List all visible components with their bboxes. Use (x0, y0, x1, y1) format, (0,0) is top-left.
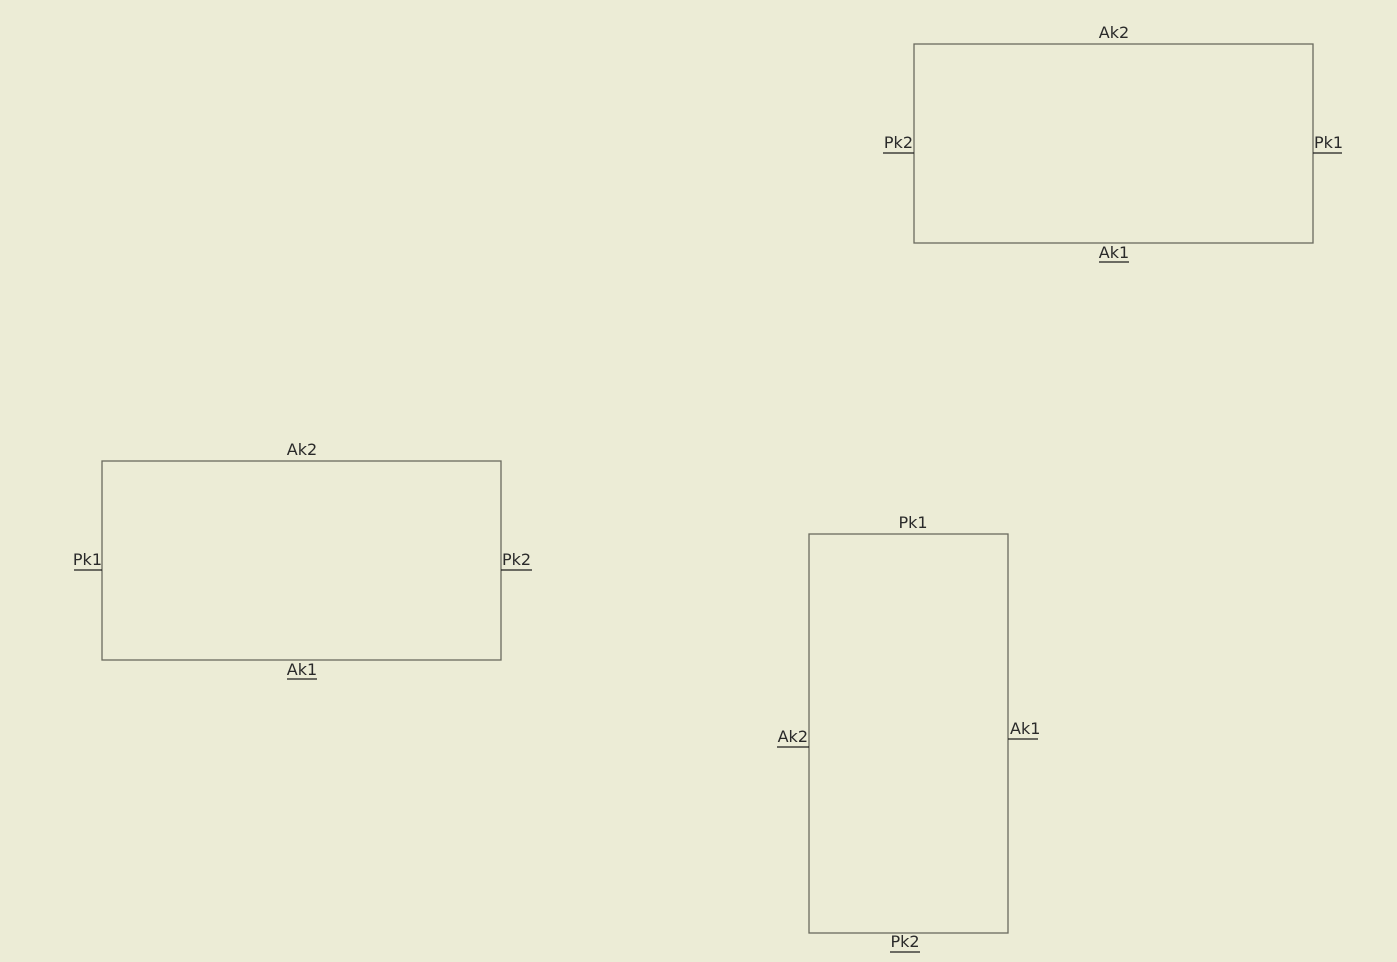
block-2[interactable]: Pk1 Pk2 Ak2 Ak1 (777, 513, 1040, 953)
block-2-top-pin-label: Pk1 (898, 513, 927, 532)
block-1-right-pin-label: Pk2 (502, 550, 531, 569)
block-0[interactable]: Ak2 Ak1 Pk2 Pk1 (883, 23, 1343, 263)
block-0-outline (913, 43, 1314, 244)
block-0-top-pin-label: Ak2 (1099, 23, 1129, 42)
block-1-top-pin-label: Ak2 (287, 440, 317, 459)
block-1[interactable]: Ak2 Ak1 Pk1 Pk2 (73, 440, 532, 680)
block-2-bottom-pin-label: Pk2 (890, 932, 919, 951)
block-1-outline (101, 460, 502, 661)
block-0-bottom-pin-label: Ak1 (1099, 243, 1129, 262)
block-1-left-pin-label: Pk1 (73, 550, 102, 569)
block-0-right-pin-label: Pk1 (1314, 133, 1343, 152)
block-2-right-pin-label: Ak1 (1010, 719, 1040, 738)
block-2-outline (808, 533, 1009, 934)
block-1-bottom-pin-label: Ak1 (287, 660, 317, 679)
block-2-left-pin-label: Ak2 (778, 727, 808, 746)
block-0-left-pin-label: Pk2 (884, 133, 913, 152)
